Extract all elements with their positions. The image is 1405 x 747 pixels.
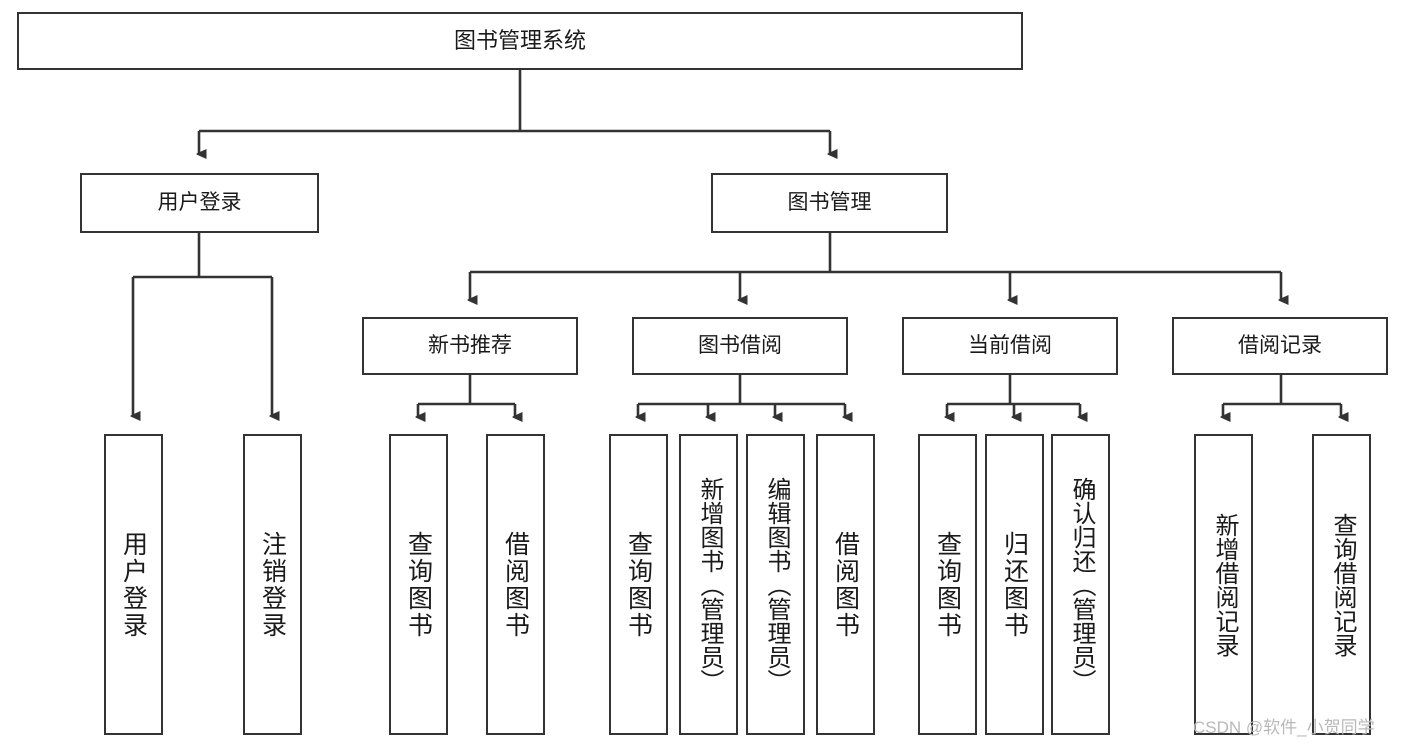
node-leaf-query-book-2[interactable]: 查询图书 xyxy=(609,434,668,735)
node-label: 新增借阅记录 xyxy=(1210,512,1238,657)
node-label: 当前借阅 xyxy=(968,333,1052,357)
node-label: 编辑图书（管理员） xyxy=(762,476,790,693)
node-book-borrow[interactable]: 图书借阅 xyxy=(632,317,848,375)
node-leaf-borrow-book-1[interactable]: 借阅图书 xyxy=(486,434,545,735)
node-leaf-query-borrow-record[interactable]: 查询借阅记录 xyxy=(1312,434,1371,735)
node-label: 新书推荐 xyxy=(428,333,512,357)
node-label: 查询借阅记录 xyxy=(1328,512,1356,657)
node-label: 新增图书（管理员） xyxy=(695,476,723,693)
node-leaf-query-book-1[interactable]: 查询图书 xyxy=(389,434,448,735)
node-label: 借阅记录 xyxy=(1238,333,1322,357)
node-leaf-add-borrow-record[interactable]: 新增借阅记录 xyxy=(1194,434,1253,735)
node-leaf-query-book-3[interactable]: 查询图书 xyxy=(918,434,977,735)
csdn-watermark: CSDN @软件_小贺同学 xyxy=(1193,718,1375,737)
node-label: 借阅图书 xyxy=(831,530,860,639)
node-book-manage[interactable]: 图书管理 xyxy=(711,173,948,233)
node-label: 确认归还（管理员） xyxy=(1067,476,1095,693)
node-leaf-confirm-return[interactable]: 确认归还（管理员） xyxy=(1051,434,1110,735)
node-label: 图书借阅 xyxy=(698,333,782,357)
node-leaf-return-book[interactable]: 归还图书 xyxy=(985,434,1044,735)
node-borrow-record[interactable]: 借阅记录 xyxy=(1172,317,1388,375)
node-label: 注销登录 xyxy=(258,530,287,639)
node-leaf-borrow-book-2[interactable]: 借阅图书 xyxy=(816,434,875,735)
node-root-system[interactable]: 图书管理系统 xyxy=(17,12,1023,70)
node-new-book-recommend[interactable]: 新书推荐 xyxy=(362,317,578,375)
node-leaf-edit-book[interactable]: 编辑图书（管理员） xyxy=(746,434,805,735)
node-label: 图书管理系统 xyxy=(453,28,586,54)
node-label: 用户登录 xyxy=(157,190,242,214)
node-label: 借阅图书 xyxy=(501,530,530,639)
node-label: 用户登录 xyxy=(119,530,148,639)
node-leaf-logout-login[interactable]: 注销登录 xyxy=(243,434,302,735)
node-current-borrow[interactable]: 当前借阅 xyxy=(902,317,1118,375)
node-label: 归还图书 xyxy=(1000,530,1029,639)
node-label: 图书管理 xyxy=(787,190,872,214)
node-label: 查询图书 xyxy=(933,530,962,639)
node-leaf-user-login[interactable]: 用户登录 xyxy=(104,434,163,735)
node-label: 查询图书 xyxy=(404,530,433,639)
node-user-login[interactable]: 用户登录 xyxy=(80,173,319,233)
node-leaf-add-book[interactable]: 新增图书（管理员） xyxy=(679,434,738,735)
node-label: 查询图书 xyxy=(624,530,653,639)
